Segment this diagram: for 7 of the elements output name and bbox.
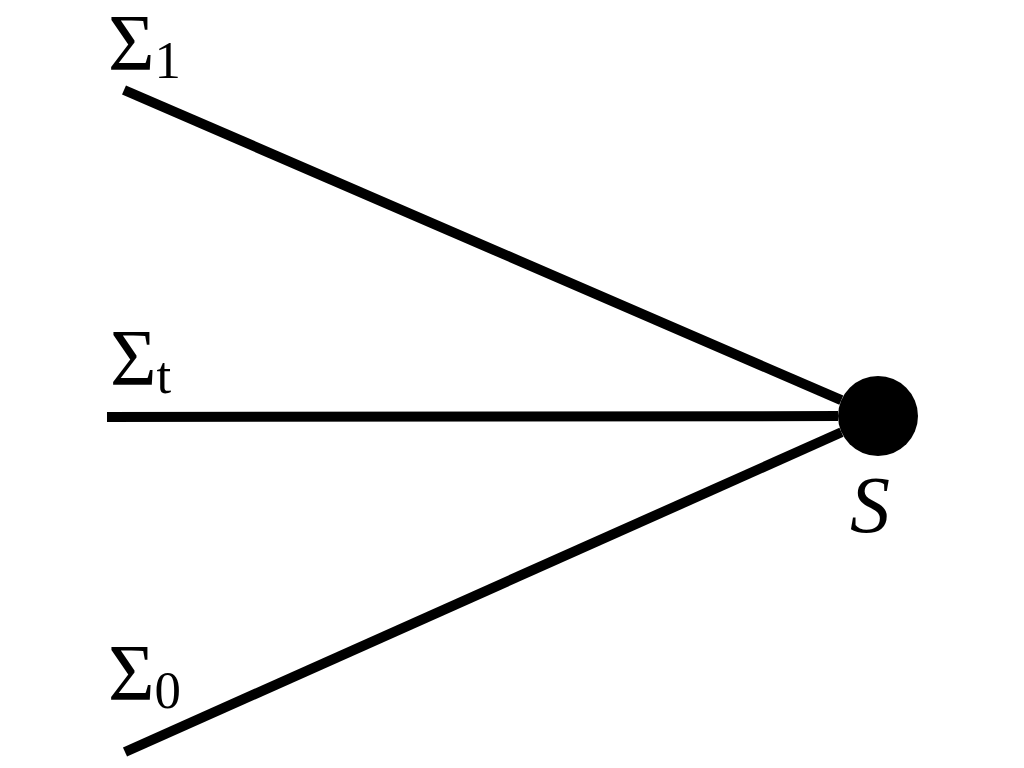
line bbox=[122, 427, 844, 757]
line bbox=[122, 85, 844, 405]
symbol-label: Σ$_{0}$ bbox=[108, 633, 181, 713]
symbol-label: Σ$_{1}$ bbox=[108, 3, 181, 83]
symbol-label: Σ$_{t}$ bbox=[110, 318, 172, 398]
line bbox=[107, 411, 838, 422]
point-label: S bbox=[850, 465, 890, 545]
